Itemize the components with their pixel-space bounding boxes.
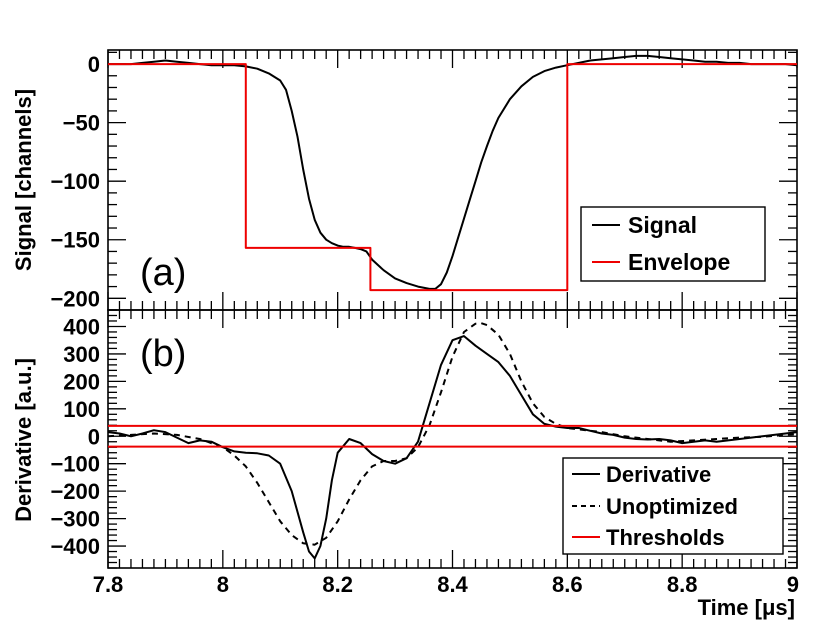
x-tick-label: 8.8 [667, 572, 698, 597]
x-tick-label: 8 [217, 572, 229, 597]
legend-b-thresholds-label: Thresholds [606, 525, 725, 550]
series-a [108, 54, 797, 292]
y-axis-title-a: Signal [channels] [11, 89, 36, 271]
y-tick-label-b: −100 [50, 452, 100, 477]
legend-a-signal-label: Signal [628, 212, 697, 238]
x-tick-labels: 7.8 8 8.2 8.4 8.6 8.8 9 [93, 572, 799, 597]
legend-b: Derivative Unoptimized Thresholds [562, 457, 784, 555]
panel-label-b: (b) [140, 333, 186, 375]
legend-a-envelope-label: Envelope [628, 249, 730, 275]
series-derivative-line [108, 335, 797, 560]
series-signal-line [108, 54, 797, 290]
panel-label-a: (a) [140, 252, 186, 294]
legend-a: Signal Envelope [580, 206, 766, 282]
y-tick-labels-a: 0 −50 −100 −150 −200 [50, 52, 100, 311]
y-tick-label-a: −100 [50, 169, 100, 194]
y-tick-label-b: 0 [88, 424, 100, 449]
y-tick-label-a: −200 [50, 286, 100, 311]
series-unoptimized-line [108, 322, 797, 546]
panel-a: 0 −50 −100 −150 −200 (a) Signal [channels] S… [11, 49, 798, 311]
x-tick-label: 8.4 [437, 572, 468, 597]
x-axis-title: Time [μs] [698, 595, 795, 620]
y-tick-label-a: 0 [88, 52, 100, 77]
y-axis-title-b: Derivative [a.u.] [11, 358, 36, 522]
x-tick-label: 8.6 [552, 572, 583, 597]
y-tick-label-b: 200 [63, 369, 100, 394]
y-tick-label-b: 300 [63, 342, 100, 367]
x-tick-label: 8.2 [322, 572, 353, 597]
series-b [108, 322, 797, 560]
y-tick-label-b: −300 [50, 507, 100, 532]
y-tick-label-b: 400 [63, 314, 100, 339]
y-tick-label-a: −150 [50, 228, 100, 253]
legend-b-derivative-label: Derivative [606, 462, 711, 487]
series-envelope-line [108, 63, 797, 292]
y-tick-label-b: 100 [63, 397, 100, 422]
legend-b-unoptimized-label: Unoptimized [606, 494, 738, 519]
y-tick-label-a: −50 [63, 111, 100, 136]
x-tick-label: 9 [787, 572, 799, 597]
legend-a-box [580, 206, 766, 282]
x-tick-label: 7.8 [93, 572, 124, 597]
y-tick-label-b: −200 [50, 479, 100, 504]
y-tick-label-b: −400 [50, 534, 100, 559]
